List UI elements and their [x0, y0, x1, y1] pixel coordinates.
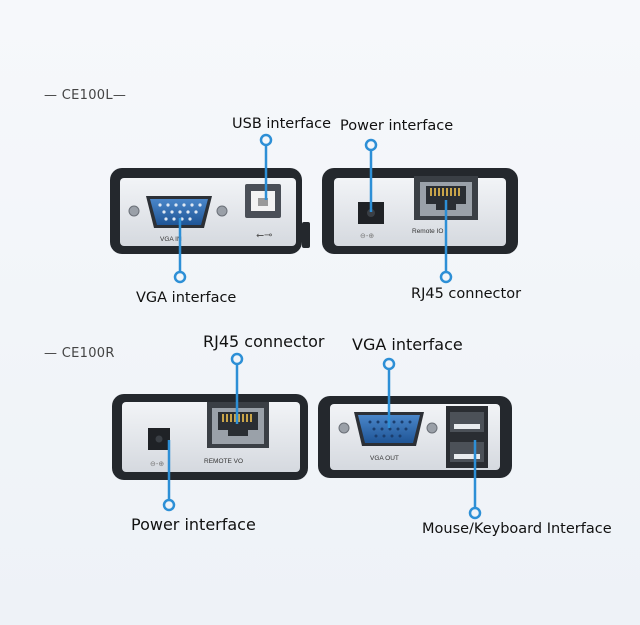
- usb-a-ports: [446, 406, 488, 468]
- dash-right: —: [112, 88, 127, 103]
- vga-out-port: [338, 412, 438, 446]
- remote-vo-text: REMOTE VO: [204, 458, 243, 465]
- remote-io-text: Remote IO: [412, 228, 443, 235]
- dash-left: —: [44, 88, 62, 103]
- model-label-bottom: CE100R: [61, 346, 115, 361]
- ce100l-right-unit: ⊖-⊕ Remote IO: [322, 168, 518, 254]
- dc-jack-top: ⊖-⊕: [358, 202, 384, 240]
- svg-text:⊖-⊕: ⊖-⊕: [360, 232, 374, 240]
- ce100r-left-unit: ⊖-⊕ REMOTE VO: [112, 394, 308, 480]
- rj45-port-top: [414, 176, 478, 220]
- ce100r-right-unit: VGA OUT: [318, 396, 512, 478]
- vga-out-text: VGA OUT: [370, 455, 399, 462]
- usb-interface-label: USB interface: [232, 116, 332, 132]
- section-label-ce100l: — CE100L—: [44, 88, 126, 103]
- usb-symbol-icon: ⭠⊸: [256, 230, 272, 241]
- rj45-connector-top-label: RJ45 connector: [411, 286, 522, 302]
- vga-in-port: [128, 196, 228, 228]
- svg-text:⊖-⊕: ⊖-⊕: [150, 460, 164, 468]
- dash-left: —: [44, 346, 62, 361]
- vga-in-text: VGA IN: [160, 236, 182, 243]
- power-interface-top-label: Power interface: [340, 118, 454, 134]
- rj45-connector-bottom-label: RJ45 connector: [203, 332, 325, 351]
- dc-jack-bottom: ⊖-⊕: [148, 428, 170, 468]
- ce100l-left-unit: VGA IN ⭠⊸: [110, 168, 310, 254]
- power-interface-bottom-label: Power interface: [131, 515, 256, 534]
- model-label-top: CE100L: [61, 88, 113, 103]
- vga-interface-top-label: VGA interface: [136, 290, 237, 306]
- mouse-keyboard-interface-label: Mouse/Keyboard Interface: [422, 521, 612, 537]
- usb-b-port: [245, 184, 281, 218]
- section-label-ce100r: — CE100R: [44, 346, 115, 361]
- vga-interface-bottom-label: VGA interface: [352, 335, 463, 354]
- callout-lines: [162, 133, 482, 520]
